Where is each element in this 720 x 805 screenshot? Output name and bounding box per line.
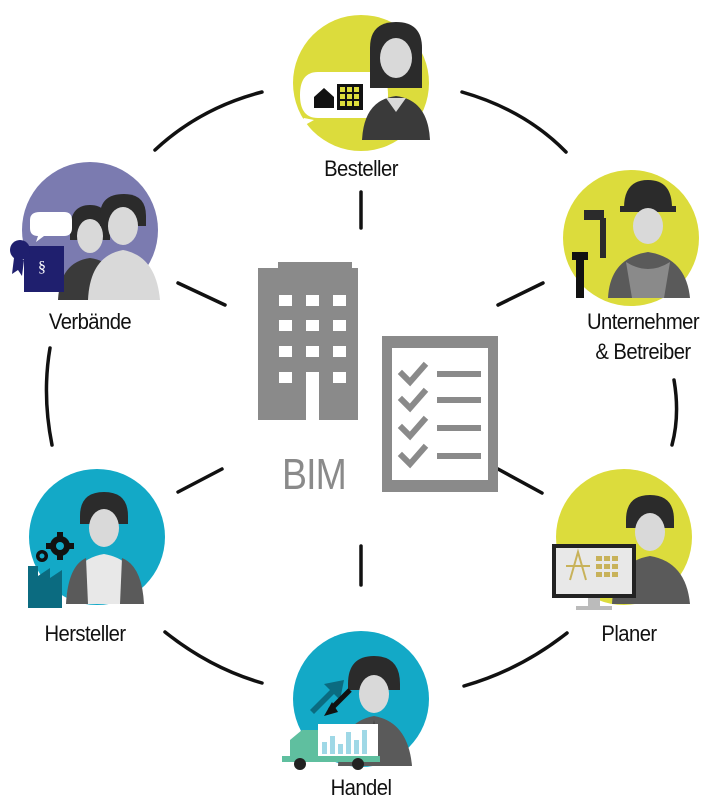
hersteller-avatar	[28, 469, 165, 608]
label-hersteller: Hersteller	[44, 621, 126, 646]
outer-ring	[44, 90, 679, 688]
besteller-avatar	[293, 15, 430, 151]
label-planer: Planer	[601, 621, 657, 646]
arrow-icon	[310, 680, 344, 714]
bim-label: BIM	[282, 450, 347, 499]
building-icon	[258, 262, 358, 420]
arc-top-right	[460, 90, 568, 154]
house-icon	[314, 88, 334, 108]
arc-bottom-left	[163, 630, 264, 685]
unternehmer-avatar	[563, 170, 699, 306]
arc-bottom-right	[462, 631, 569, 688]
label-handel: Handel	[330, 775, 392, 800]
spoke-upper-right	[496, 281, 545, 307]
spoke-lower-left	[176, 467, 224, 494]
label-unternehmer: Unternehmer & Betreiber	[568, 307, 718, 367]
svg-text:§: §	[38, 259, 46, 276]
truck-icon	[282, 724, 380, 770]
label-unternehmer-line1: Unternehmer	[586, 309, 700, 334]
handel-avatar	[282, 631, 429, 770]
spoke-upper-left	[176, 281, 227, 307]
factory-icon	[28, 566, 62, 608]
spokes	[176, 190, 545, 587]
seal-icon: §	[10, 240, 64, 292]
verbaende-avatar: §	[10, 162, 160, 300]
label-besteller: Besteller	[324, 156, 398, 181]
planer-avatar	[552, 469, 692, 610]
arc-top-left	[153, 90, 264, 152]
label-unternehmer-line2: & Betreiber	[595, 339, 691, 364]
spoke-lower-right	[496, 467, 544, 495]
label-verbaende: Verbände	[48, 309, 132, 334]
arc-left	[44, 346, 54, 447]
checklist-icon	[382, 336, 498, 492]
arc-right	[670, 378, 679, 447]
